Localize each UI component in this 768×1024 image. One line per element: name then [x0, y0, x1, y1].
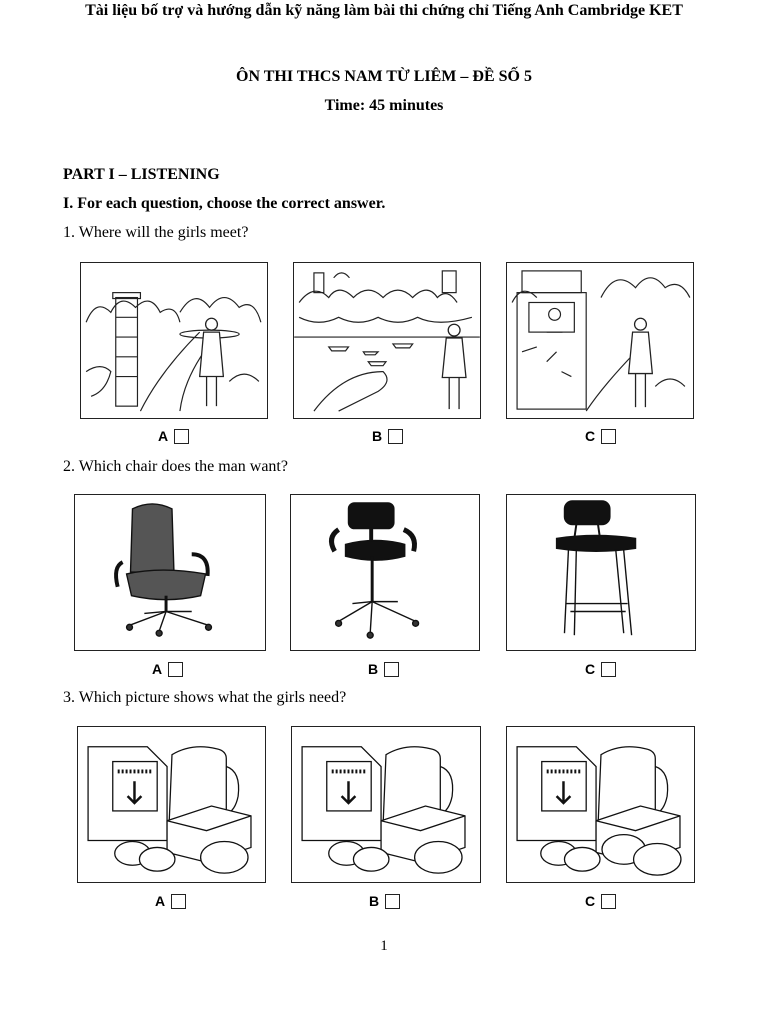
option-letter: C	[585, 661, 596, 677]
answer-checkbox[interactable]	[384, 661, 400, 677]
answer-checkbox[interactable]	[388, 428, 404, 444]
bar-stool-illustration	[555, 500, 637, 636]
question-3-text: 3. Which picture shows what the girls ne…	[63, 689, 347, 706]
answer-checkbox[interactable]	[174, 428, 190, 444]
q3-option-b[interactable]: B	[369, 893, 401, 909]
q1-picture-c	[506, 262, 694, 419]
groceries-illustration	[87, 746, 252, 874]
answer-checkbox[interactable]	[171, 893, 187, 909]
option-letter: A	[158, 428, 169, 444]
option-letter: B	[369, 893, 380, 909]
option-letter: A	[152, 661, 163, 677]
q3-picture-a	[77, 726, 266, 883]
answer-checkbox[interactable]	[385, 893, 401, 909]
q2-picture-c	[506, 494, 696, 651]
q1-option-c[interactable]: C	[585, 428, 617, 444]
q3-picture-b	[291, 726, 481, 883]
answer-checkbox[interactable]	[601, 661, 617, 677]
exam-time: Time: 45 minutes	[324, 97, 444, 114]
q3-option-a[interactable]: A	[155, 893, 187, 909]
q1-option-a[interactable]: A	[158, 428, 190, 444]
document-header: Tài liệu bố trợ và hướng dẫn kỹ năng làm…	[85, 2, 683, 19]
option-letter: A	[155, 893, 166, 909]
exam-title: ÔN THI THCS NAM TỪ LIÊM – ĐỀ SỐ 5	[236, 68, 532, 85]
q3-option-c[interactable]: C	[585, 893, 617, 909]
kiosk-illustration	[511, 270, 691, 412]
park-gate-illustration	[85, 292, 262, 412]
part-title: PART I – LISTENING	[63, 166, 220, 183]
q2-option-c[interactable]: C	[585, 661, 617, 677]
black-office-chair-illustration	[329, 502, 420, 639]
q2-picture-b	[290, 494, 480, 651]
instruction: I. For each question, choose the correct…	[63, 195, 386, 212]
groceries-illustration	[516, 746, 682, 876]
option-letter: C	[585, 428, 596, 444]
grey-office-chair-illustration	[114, 503, 213, 637]
q2-option-a[interactable]: A	[152, 661, 184, 677]
answer-checkbox[interactable]	[601, 893, 617, 909]
lake-illustration	[294, 270, 480, 412]
option-letter: C	[585, 893, 596, 909]
q3-picture-c	[506, 726, 695, 883]
page-number: 1	[380, 938, 388, 954]
option-letter: B	[372, 428, 383, 444]
answer-checkbox[interactable]	[168, 661, 184, 677]
question-1-text: 1. Where will the girls meet?	[63, 224, 249, 241]
q2-picture-a	[74, 494, 266, 651]
q1-picture-a	[80, 262, 268, 419]
option-letter: B	[368, 661, 379, 677]
q1-option-b[interactable]: B	[372, 428, 404, 444]
question-2-text: 2. Which chair does the man want?	[63, 458, 288, 475]
q2-option-b[interactable]: B	[368, 661, 400, 677]
groceries-illustration	[301, 746, 466, 874]
answer-checkbox[interactable]	[601, 428, 617, 444]
q1-picture-b	[293, 262, 481, 419]
